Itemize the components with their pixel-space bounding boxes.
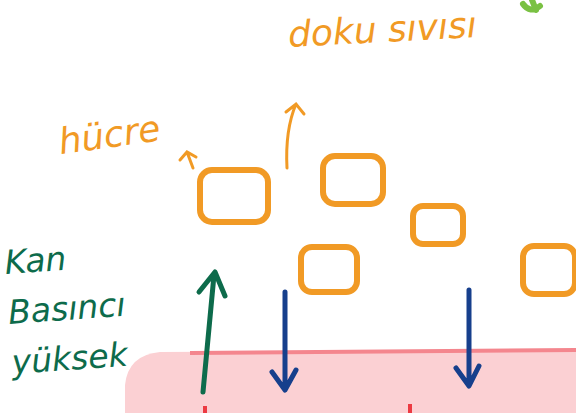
green-mark <box>523 0 540 10</box>
pressure-note: Kan Basıncı yüksek <box>3 226 183 387</box>
leader-arrow <box>180 152 196 168</box>
blood-vessel <box>125 350 576 413</box>
flow-arrows <box>272 290 479 390</box>
cell <box>523 246 575 294</box>
cell <box>323 156 383 204</box>
cell <box>200 170 268 222</box>
vessel-mark <box>205 404 410 413</box>
cell <box>301 247 357 292</box>
leader-arrow <box>286 104 304 168</box>
vessel-wall <box>190 350 576 353</box>
flow-arrow <box>456 290 479 386</box>
pressure-arrow <box>199 272 225 392</box>
cell <box>413 206 463 244</box>
leader-arrows <box>180 104 304 168</box>
part-label: doku sıvısı <box>287 1 479 59</box>
flow-arrow <box>272 292 296 390</box>
cells <box>200 156 575 294</box>
